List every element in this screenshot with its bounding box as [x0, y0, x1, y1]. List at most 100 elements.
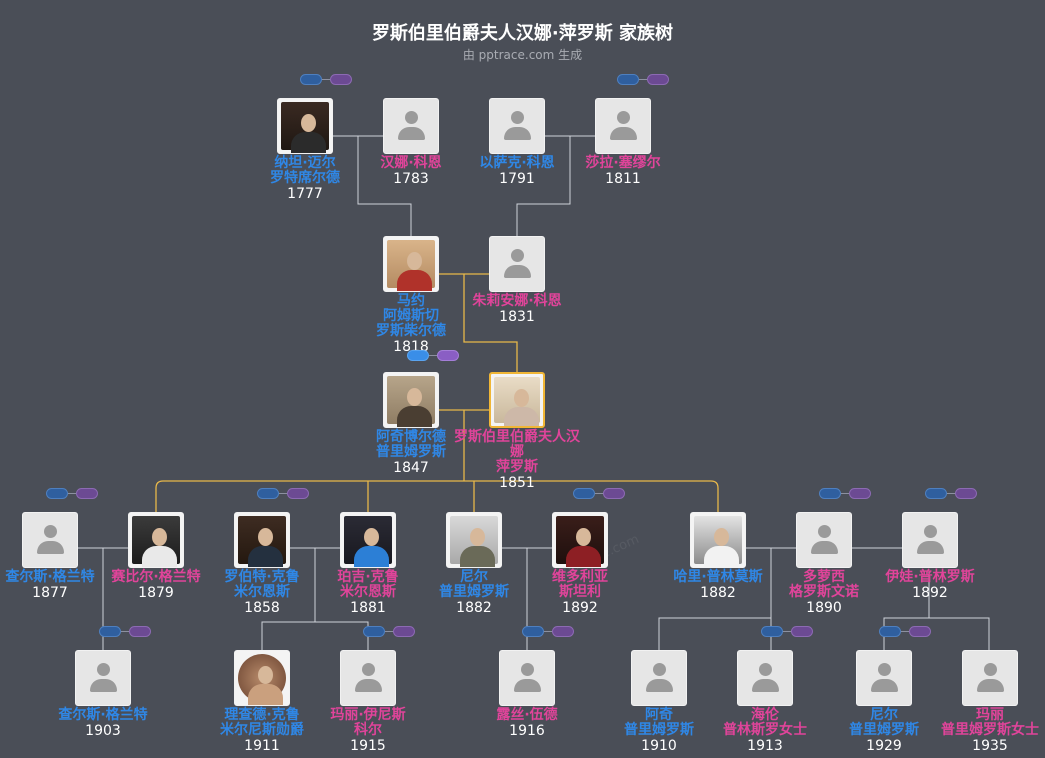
expand-controls [363, 626, 415, 637]
birth-year: 1929 [866, 738, 902, 754]
expand-father-button[interactable] [300, 74, 322, 85]
expand-mother-button[interactable] [849, 488, 871, 499]
avatar [489, 372, 545, 428]
expand-mother-button[interactable] [76, 488, 98, 499]
avatar-placeholder-icon [902, 512, 958, 568]
expand-father-button[interactable] [522, 626, 544, 637]
birth-year: 1811 [605, 171, 641, 187]
expand-father-button[interactable] [761, 626, 783, 637]
expand-controls [879, 626, 931, 637]
expand-mother-button[interactable] [129, 626, 151, 637]
expand-mother-button[interactable] [330, 74, 352, 85]
descent-line [929, 617, 990, 650]
birth-year: 1882 [456, 600, 492, 616]
expand-mother-button[interactable] [955, 488, 977, 499]
descent-line [516, 136, 571, 236]
person-name: 尼尔 普里姆罗斯 [849, 707, 919, 738]
birth-year: 1877 [32, 585, 68, 601]
birth-year: 1903 [85, 723, 121, 739]
expand-father-button[interactable] [617, 74, 639, 85]
birth-year: 1831 [499, 309, 535, 325]
birth-year: 1777 [287, 186, 323, 202]
expand-father-button[interactable] [407, 350, 429, 361]
expand-controls [925, 488, 977, 499]
person-name: 伊娃·普林罗斯 [885, 569, 975, 585]
expand-father-button[interactable] [363, 626, 385, 637]
expand-mother-button[interactable] [647, 74, 669, 85]
birth-year: 1881 [350, 600, 386, 616]
expand-mother-button[interactable] [603, 488, 625, 499]
expand-mother-button[interactable] [437, 350, 459, 361]
person-name: 玛丽·伊尼斯 科尔 [330, 707, 406, 738]
expand-father-button[interactable] [573, 488, 595, 499]
birth-year: 1935 [972, 738, 1008, 754]
person-name: 多萝西 格罗斯文诺 [789, 569, 859, 600]
avatar-placeholder-icon [796, 512, 852, 568]
expand-father-button[interactable] [925, 488, 947, 499]
avatar [234, 650, 290, 706]
birth-year: 1882 [700, 585, 736, 601]
avatar [128, 512, 184, 568]
expand-father-button[interactable] [257, 488, 279, 499]
expand-mother-button[interactable] [287, 488, 309, 499]
expand-controls [46, 488, 98, 499]
birth-year: 1890 [806, 600, 842, 616]
avatar [690, 512, 746, 568]
birth-year: 1911 [244, 738, 280, 754]
expand-father-button[interactable] [879, 626, 901, 637]
expand-mother-button[interactable] [552, 626, 574, 637]
person-name: 莎拉·塞缪尔 [585, 155, 661, 171]
expand-father-button[interactable] [819, 488, 841, 499]
expand-mother-button[interactable] [791, 626, 813, 637]
avatar-placeholder-icon [962, 650, 1018, 706]
avatar [383, 372, 439, 428]
person-name: 阿奇 普里姆罗斯 [624, 707, 694, 738]
avatar [552, 512, 608, 568]
birth-year: 1915 [350, 738, 386, 754]
avatar [383, 236, 439, 292]
person-name: 哈里·普林莫斯 [673, 569, 763, 585]
person-name: 阿奇博尔德 普里姆罗斯 [376, 429, 446, 460]
expand-mother-button[interactable] [393, 626, 415, 637]
expand-controls [257, 488, 309, 499]
person-name: 以萨克·科恩 [479, 155, 555, 171]
expand-mother-button[interactable] [909, 626, 931, 637]
expand-father-button[interactable] [46, 488, 68, 499]
descent-line [315, 621, 369, 650]
expand-controls [99, 626, 151, 637]
person-name: 理查德·克鲁 米尔尼斯勋爵 [220, 707, 304, 738]
descent-line [357, 136, 412, 236]
avatar [446, 512, 502, 568]
expand-controls [819, 488, 871, 499]
person-name: 尼尔 普里姆罗斯 [439, 569, 509, 600]
avatar [340, 512, 396, 568]
birth-year: 1892 [562, 600, 598, 616]
expand-father-button[interactable] [99, 626, 121, 637]
avatar-placeholder-icon [489, 236, 545, 292]
